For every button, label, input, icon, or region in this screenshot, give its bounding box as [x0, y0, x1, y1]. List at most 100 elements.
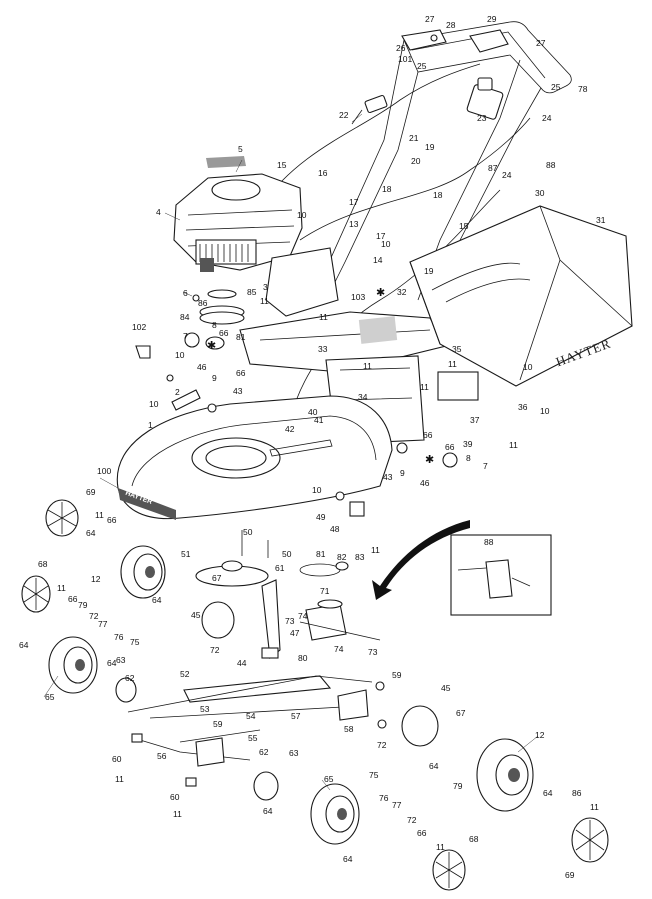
front-axle-56: [139, 729, 261, 767]
part-number-label: 26: [396, 43, 406, 53]
part-number-label: 49: [316, 512, 326, 522]
part-number-label: 17: [349, 197, 359, 207]
part-number-label: 68: [38, 559, 48, 569]
part-number-label: 63: [116, 655, 126, 665]
asterisk-symbol: ✱: [207, 340, 216, 352]
part-number-label: 18: [382, 184, 392, 194]
drive-pulley-45-left: [201, 601, 235, 639]
part-number-label: 30: [535, 188, 545, 198]
part-number-label: 67: [456, 708, 466, 718]
part-number-label: 62: [125, 673, 135, 683]
part-number-label: 13: [349, 219, 359, 229]
part-number-label: 35: [452, 344, 462, 354]
part-number-label: 42: [285, 424, 295, 434]
part-number-label: 55: [248, 733, 258, 743]
leader-lines: [43, 113, 539, 791]
wheel-12-right: [476, 738, 534, 812]
part-number-label: 85: [247, 287, 257, 297]
part-number-label: 68: [469, 834, 479, 844]
part-number-label: 44: [237, 658, 247, 668]
part-number-label: 27: [536, 38, 546, 48]
part-number-label: 88: [484, 537, 494, 547]
part-number-label: 75: [369, 770, 379, 780]
part-number-label: 87: [488, 163, 498, 173]
wheel-65-center: [310, 783, 360, 845]
part-number-label: 43: [233, 386, 243, 396]
part-number-label: 64: [19, 640, 29, 650]
gear-63-left: [115, 677, 137, 703]
part-number-label: 16: [318, 168, 328, 178]
drive-belt-81: [299, 561, 349, 577]
engine: [173, 173, 303, 272]
part-number-label: 72: [89, 611, 99, 621]
rear-axle-57: [127, 675, 373, 721]
part-number-label: 52: [180, 669, 190, 679]
part-number-label: 78: [578, 84, 588, 94]
part-number-label: 24: [502, 170, 512, 180]
part-number-label: 101: [398, 54, 412, 64]
part-number-label: 59: [392, 670, 402, 680]
part-number-label: 81: [236, 332, 246, 342]
part-number-label: 10: [312, 485, 322, 495]
part-number-label: 66: [107, 515, 117, 525]
part-number-label: 33: [318, 344, 328, 354]
part-number-label: 8: [212, 320, 217, 330]
part-number-label: 41: [314, 415, 324, 425]
part-number-label: 64: [152, 595, 162, 605]
cable-adjuster-22: [351, 94, 388, 125]
part-number-label: 31: [596, 215, 606, 225]
part-number-label: 60: [112, 754, 122, 764]
part-number-label: 5: [238, 144, 243, 154]
part-number-label: 80: [298, 653, 308, 663]
inset-arrow: [372, 520, 470, 600]
part-number-label: 34: [358, 392, 368, 402]
part-number-label: 65: [45, 692, 55, 702]
part-number-label: 64: [263, 806, 273, 816]
part-number-label: 22: [339, 110, 349, 120]
part-number-label: 14: [373, 255, 383, 265]
part-number-label: 86: [198, 298, 208, 308]
part-number-label: 10: [381, 239, 391, 249]
part-number-label: 72: [210, 645, 220, 655]
part-number-label: 3: [263, 282, 268, 292]
part-number-label: 12: [535, 730, 545, 740]
part-number-label: 10: [149, 399, 159, 409]
part-number-label: 64: [543, 788, 553, 798]
part-number-label: 10: [540, 406, 550, 416]
pulley-assembly: [184, 289, 245, 350]
part-number-label: 72: [407, 815, 417, 825]
part-number-label: 25: [417, 61, 427, 71]
part-number-label: 37: [470, 415, 480, 425]
part-number-label: 62: [259, 747, 269, 757]
part-number-label: 57: [291, 711, 301, 721]
part-number-label: 10: [297, 210, 307, 220]
hubcap-68-lower: [432, 849, 466, 891]
mower-deck: HAYTER: [116, 395, 393, 520]
part-number-label: 11: [420, 382, 429, 392]
gear-63-right: [253, 771, 279, 801]
part-number-label: 11: [371, 545, 380, 555]
part-number-label: 19: [425, 142, 435, 152]
part-number-label: 48: [330, 524, 340, 534]
part-number-label: 77: [392, 800, 402, 810]
part-number-label: 100: [97, 466, 111, 476]
part-number-label: 11: [590, 802, 599, 812]
blade-disc-51: [195, 530, 269, 587]
part-number-label: 11: [95, 510, 104, 520]
part-number-label: 54: [246, 711, 256, 721]
drive-arm-47: [261, 579, 281, 660]
part-number-label: 11: [260, 296, 269, 306]
part-number-label: 76: [114, 632, 124, 642]
part-number-label: 66: [219, 328, 229, 338]
small-fasteners: [131, 345, 458, 787]
part-number-label: 21: [409, 133, 419, 143]
part-number-label: 67: [212, 573, 222, 583]
part-number-label: 11: [57, 583, 66, 593]
asterisk-symbol: ✱: [376, 287, 385, 299]
part-number-label: 103: [351, 292, 365, 302]
part-number-label: 45: [191, 610, 201, 620]
part-number-label: 20: [411, 156, 421, 166]
part-number-label: 69: [565, 870, 575, 880]
